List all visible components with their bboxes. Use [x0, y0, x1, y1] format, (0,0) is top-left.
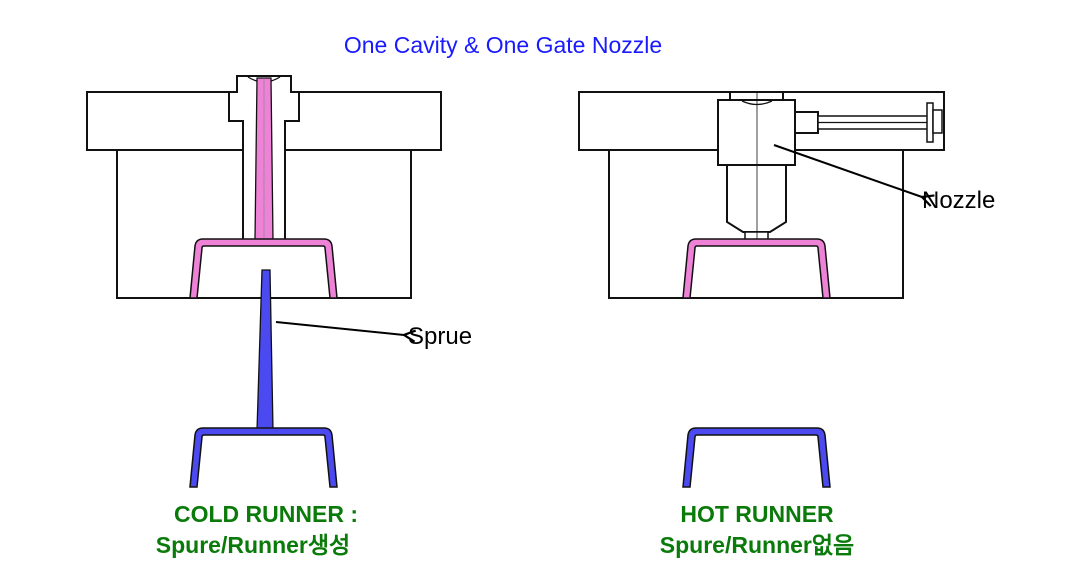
sprue-label: Sprue: [408, 323, 472, 350]
molded-part: [189, 427, 338, 488]
hot-runner-mold: [578, 91, 945, 299]
hot-runner-caption-2: Spure/Runner없음: [660, 532, 854, 558]
hot-runner-caption-1: HOT RUNNER: [680, 501, 834, 527]
nozzle-label: Nozzle: [922, 187, 995, 214]
nozzle-body: [717, 99, 796, 166]
nozzle-tip: [726, 164, 787, 233]
heater-connector: [794, 111, 819, 134]
sprue-arrow: [275, 321, 404, 335]
cold-runner-mold: [86, 75, 442, 299]
nozzle-arrow: [773, 144, 922, 197]
cold-runner-caption-2: Spure/Runner생성: [156, 532, 350, 558]
cold-runner-part: [189, 269, 338, 488]
cold-runner-caption-1: COLD RUNNER :: [174, 501, 358, 527]
diagram-title: One Cavity & One Gate Nozzle: [344, 32, 662, 58]
hot-runner-part: [682, 427, 831, 488]
